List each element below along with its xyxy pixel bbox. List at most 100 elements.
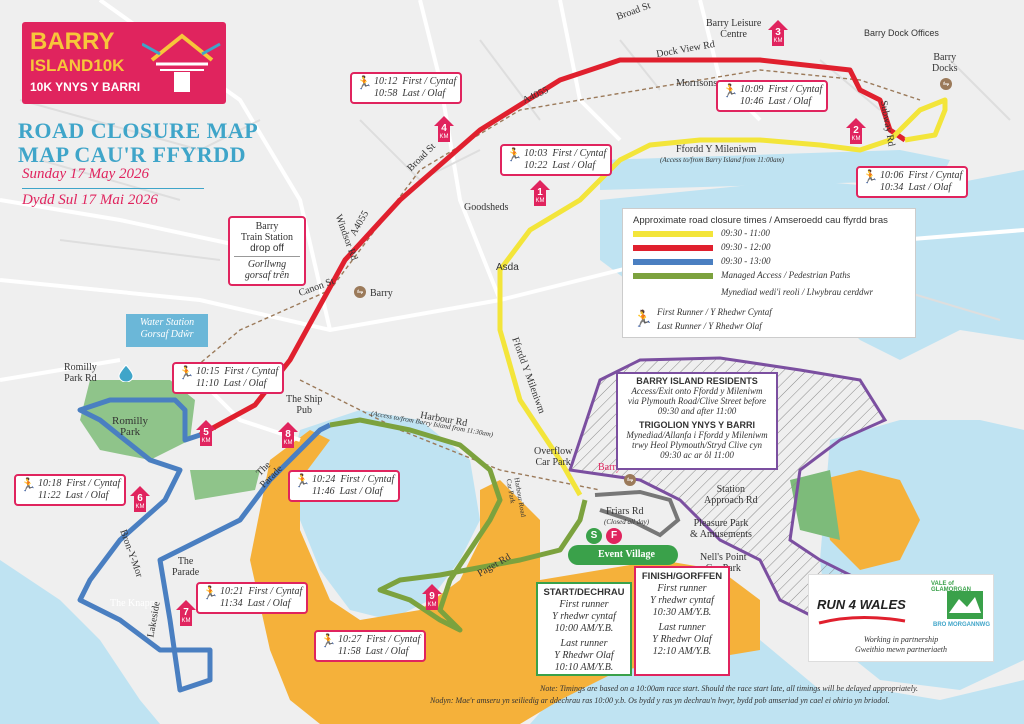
train-station-icon: ⇋ — [940, 78, 952, 90]
legend-swatch-2 — [633, 245, 713, 251]
logo-line3: 10K YNYS Y BARRI — [30, 80, 141, 94]
residents-body-en1: Access/Exit onto Ffordd y Mileniwm — [631, 386, 763, 396]
last-label: Last / Olaf — [402, 88, 446, 99]
label-barry-dock-offices: Barry Dock Offices — [864, 28, 939, 38]
dropoff-line1: Barry — [255, 221, 279, 232]
water-drop-icon — [118, 364, 134, 382]
dropoff-line2: Train Station — [240, 232, 294, 243]
timing-first: 10:24 First / Cyntaf — [312, 474, 394, 486]
legend-first-runner: First Runner / Y Rhedwr Cyntaf — [657, 307, 772, 317]
timing-last: 10:34 Last / Olaf — [880, 182, 962, 194]
partnership-en: Working in partnership — [863, 635, 939, 644]
street-ffordd-mileniwm: Ffordd Y Mileniwm — [676, 144, 757, 155]
dropoff-line4: Gorllwng — [247, 259, 287, 270]
first-time: 10:15 — [196, 366, 220, 377]
running-person-icon: 🏃 — [506, 147, 523, 162]
start-title: START/DECHRAU — [543, 587, 625, 598]
vog-logo-line1: VALE of GLAMORGAN — [931, 581, 971, 593]
km-marker-arrow-icon — [422, 584, 442, 610]
label-asda: Asda — [496, 262, 519, 273]
legend: Approximate road closure times / Amseroe… — [622, 208, 916, 338]
last-time: 10:46 — [740, 96, 764, 107]
km-marker-arrow-icon — [196, 420, 216, 446]
logo-line2: ISLAND10K — [30, 56, 125, 75]
start-l1: First runner — [559, 599, 609, 610]
label-goodsheds: Goodsheds — [464, 202, 509, 213]
partnership-cy: Gweithio mewn partneriaeth — [855, 645, 947, 654]
km-unit: KM — [535, 198, 545, 204]
start-box: START/DECHRAU First runner Y rhedwr cynt… — [536, 582, 632, 676]
train-station-icon: ⇋ — [624, 474, 636, 486]
legend-last-runner: Last Runner / Y Rhedwr Olaf — [657, 321, 762, 331]
legend-label-3: 09:30 - 13:00 — [721, 256, 771, 266]
label-barry: Barry — [370, 288, 393, 299]
km-marker-arrow-icon — [176, 600, 196, 626]
finish-marker: F — [606, 528, 622, 544]
last-time: 10:34 — [880, 182, 904, 193]
km-marker-arrow-icon — [434, 116, 454, 142]
km-unit: KM — [135, 504, 145, 510]
km-unit: KM — [439, 134, 449, 140]
first-label: First / Cyntaf — [248, 586, 303, 597]
residents-body-en2: via Plymouth Road/Clive Street before — [627, 396, 767, 406]
km-number: 1 — [537, 187, 543, 198]
finish-l2: Y rhedwr cyntaf — [650, 595, 714, 606]
street-station-approach-rd: Station Approach Rd — [704, 484, 758, 506]
legend-title: Approximate road closure times / Amseroe… — [633, 215, 888, 226]
first-label: First / Cyntaf — [340, 474, 395, 485]
running-person-icon: 🏃 — [294, 473, 311, 488]
last-label: Last / Olaf — [223, 378, 267, 389]
residents-title-cy: TRIGOLION YNYS Y BARRI — [638, 420, 756, 430]
title-divider — [22, 188, 204, 189]
finish-l3: 10:30 AM/Y.B. — [652, 607, 712, 618]
date-en: Sunday 17 May 2026 — [22, 166, 150, 182]
km-unit: KM — [851, 136, 861, 142]
dropoff-line5: gorsaf trên — [244, 270, 290, 281]
water-station-line1: Water Station — [139, 317, 195, 328]
km-unit: KM — [201, 438, 211, 444]
legend-managed-cy: Mynediad wedi'i reoli / Llwybrau cerddwr — [721, 287, 873, 297]
residents-title-en: BARRY ISLAND RESIDENTS — [636, 376, 758, 386]
timing-last: 11:58 Last / Olaf — [338, 646, 420, 658]
last-label: Last / Olaf — [552, 160, 596, 171]
finish-l1: First runner — [657, 583, 707, 594]
km-number: 2 — [853, 125, 859, 136]
title-en: ROAD CLOSURE MAP — [18, 118, 259, 143]
residents-infobox: BARRY ISLAND RESIDENTS Access/Exit onto … — [616, 372, 778, 470]
partners-box: RUN 4 WALES VALE of GLAMORGAN BRO MORGAN… — [808, 574, 994, 662]
label-barry-leisure-centre: Barry Leisure Centre — [706, 18, 762, 40]
running-person-icon: 🏃 — [320, 633, 337, 648]
note-cy: Nodyn: Mae'r amseru yn seiliedig ar ddec… — [430, 696, 890, 705]
street-friars-rd: Friars Rd — [606, 506, 644, 517]
run4wales-swoosh-icon — [818, 615, 906, 625]
residents-body-en3: 09:30 and after 11:00 — [657, 406, 737, 416]
first-label: First / Cyntaf — [768, 84, 823, 95]
timing-last: 11:34 Last / Olaf — [220, 598, 302, 610]
km-marker-arrow-icon — [530, 180, 550, 206]
km-number: 6 — [137, 493, 143, 504]
km-number: 7 — [183, 607, 189, 618]
finish-l5: Y Rhedwr Olaf — [652, 634, 712, 645]
first-label: First / Cyntaf — [908, 170, 963, 181]
km-unit: KM — [773, 38, 783, 44]
first-time: 10:03 — [524, 148, 548, 159]
last-label: Last / Olaf — [247, 598, 291, 609]
station-dropoff-box: Barry Train Station drop off Gorllwng go… — [228, 216, 306, 286]
last-label: Last / Olaf — [908, 182, 952, 193]
km-marker-arrow-icon — [768, 20, 788, 46]
start-l4: Last runner — [560, 638, 608, 649]
timing-first: 10:18 First / Cyntaf — [38, 478, 120, 490]
start-l2: Y rhedwr cyntaf — [552, 611, 616, 622]
